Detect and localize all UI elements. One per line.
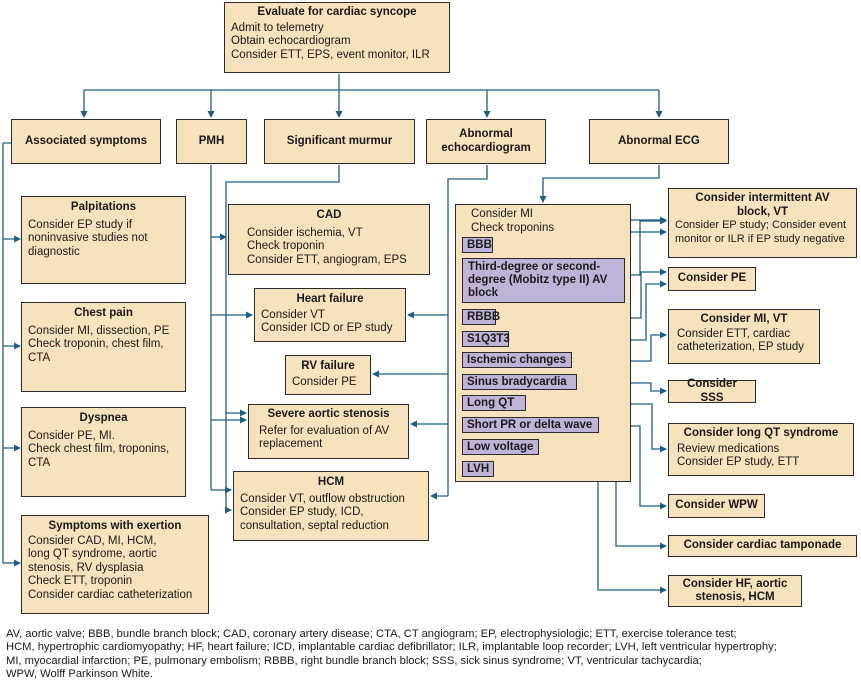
hcm-line-2: Consider EP study, ICD, bbox=[240, 506, 364, 518]
exertion-title: Symptoms with exertion bbox=[48, 520, 182, 532]
palpitations-line-1: Consider EP study if bbox=[28, 218, 132, 231]
footnote: AV, aortic valve; BBB, bundle branch blo… bbox=[6, 628, 856, 682]
consider-hf-as-hcm-box: Consider HF, aortic stenosis, HCM bbox=[668, 575, 802, 607]
dyspnea-title: Dyspnea bbox=[79, 412, 128, 424]
consider-mi-vt-title: Consider MI, VT bbox=[700, 313, 788, 325]
finding-bbb: BBB bbox=[462, 237, 493, 253]
footnote-line-1: AV, aortic valve; BBB, bundle branch blo… bbox=[6, 628, 737, 640]
consider-av-block-line-1: Consider EP study; Consider event bbox=[675, 219, 846, 231]
dyspnea-line-2: Check chest film, troponins, bbox=[28, 443, 170, 455]
consider-mi-vt-box: Consider MI, VT Consider ETT, cardiac ca… bbox=[668, 309, 820, 364]
finding-s1q3t3: S1Q3T3 bbox=[462, 331, 510, 347]
category-pmh: PMH bbox=[176, 119, 247, 164]
ecg-header-line-1: Consider MI bbox=[471, 208, 533, 220]
sas-line-2: replacement bbox=[259, 438, 323, 450]
heart-failure-title: Heart failure bbox=[296, 293, 364, 305]
symptom-exertion: Symptoms with exertion Consider CAD, MI,… bbox=[21, 515, 209, 614]
cad-line-2: Check troponin bbox=[247, 240, 325, 252]
consider-long-qt-line-1: Review medications bbox=[677, 442, 780, 455]
severe-aortic-stenosis-title: Severe aortic stenosis bbox=[267, 408, 390, 420]
symptom-palpitations: Palpitations Consider EP study if noninv… bbox=[21, 196, 186, 284]
finding-sinus-bradycardia: Sinus bradycardia bbox=[462, 374, 577, 390]
footnote-line-2: HCM, hypertrophic cardiomyopathy; HF, he… bbox=[6, 641, 777, 654]
sas-line-1: Refer for evaluation of AV bbox=[259, 424, 390, 437]
chest-pain-title: Chest pain bbox=[74, 307, 133, 319]
heart-failure-line-1: Consider VT bbox=[261, 308, 325, 321]
finding-lvh: LVH bbox=[462, 461, 494, 477]
palpitations-line-2: noninvasive studies not bbox=[28, 232, 148, 244]
top-box: Evaluate for cardiac syncope Admit to te… bbox=[224, 2, 450, 73]
rv-failure-line-1: Consider PE bbox=[292, 375, 357, 388]
chest-pain-line-2: Check troponin, chest film, bbox=[28, 338, 164, 350]
exertion-line-1: Consider CAD, MI, HCM, bbox=[28, 534, 157, 547]
top-line-3: Consider ETT, EPS, event monitor, ILR bbox=[231, 48, 430, 61]
ecg-header-line-2: Check troponins bbox=[471, 221, 555, 234]
category-abnormal-echocardiogram: Abnormal echocardiogram bbox=[426, 119, 546, 164]
chest-pain-line-1: Consider MI, dissection, PE bbox=[28, 324, 170, 337]
symptom-chest-pain: Chest pain Consider MI, dissection, PE C… bbox=[21, 302, 186, 392]
top-title: Evaluate for cardiac syncope bbox=[257, 6, 417, 18]
finding-long-qt: Long QT bbox=[462, 395, 526, 411]
category-significant-murmur: Significant murmur bbox=[264, 119, 415, 164]
chest-pain-line-3: CTA bbox=[28, 351, 51, 364]
finding-rbbb: RBBB bbox=[462, 309, 500, 325]
hcm-box: HCM Consider VT, outflow obstruction Con… bbox=[233, 471, 429, 541]
severe-aortic-stenosis-box: Severe aortic stenosis Refer for evaluat… bbox=[248, 404, 409, 459]
consider-pe-box: Consider PE bbox=[668, 267, 756, 291]
finding-low-voltage: Low voltage bbox=[462, 439, 539, 455]
rv-failure-title: RV failure bbox=[301, 360, 355, 372]
finding-short-pr: Short PR or delta wave bbox=[462, 417, 599, 433]
symptom-dyspnea: Dyspnea Consider PE, MI. Check chest fil… bbox=[21, 407, 186, 497]
consider-tamponade-box: Consider cardiac tamponade bbox=[668, 535, 857, 557]
exertion-line-2: long QT syndrome, aortic bbox=[28, 548, 157, 560]
arrow-murmur-path bbox=[225, 165, 340, 514]
finding-ischemic-changes: Ischemic changes bbox=[462, 352, 572, 368]
palpitations-title: Palpitations bbox=[70, 201, 137, 213]
arrow-ecg-to-panel bbox=[539, 165, 660, 203]
arrow-avb-to-avblock bbox=[625, 217, 667, 276]
footnote-line-3: MI, myocardial infarction; PE, pulmonary… bbox=[6, 654, 702, 667]
consider-long-qt-box: Consider long QT syndrome Review medicat… bbox=[668, 423, 854, 476]
hcm-line-3: consultation, septal reduction bbox=[240, 519, 389, 532]
rv-failure-box: RV failure Consider PE bbox=[285, 355, 371, 395]
consider-sss-box: Consider SSS bbox=[668, 378, 756, 404]
consider-mi-vt-line-1: Consider ETT, cardiac bbox=[677, 327, 791, 340]
consider-av-block-title: Consider intermittent AV block, VT bbox=[695, 192, 830, 218]
finding-av-block: Third-degree or second-degree (Mobitz ty… bbox=[462, 258, 625, 303]
exertion-line-3: stenosis, RV dysplasia bbox=[28, 561, 144, 574]
cad-line-1: Consider ischemia, VT bbox=[247, 226, 363, 239]
consider-av-block-box: Consider intermittent AV block, VT Consi… bbox=[668, 188, 857, 258]
cad-box: CAD Consider ischemia, VT Check troponin… bbox=[228, 204, 430, 275]
arrow-echo-trunk bbox=[447, 165, 488, 496]
arrow-assoc-trunk bbox=[2, 142, 11, 563]
consider-av-block-line-2: monitor or ILR if EP study negative bbox=[675, 232, 845, 245]
consider-long-qt-title: Consider long QT syndrome bbox=[683, 427, 839, 439]
palpitations-line-3: diagnostic bbox=[28, 245, 80, 258]
consider-wpw-box: Consider WPW bbox=[668, 494, 765, 518]
top-line-2: Obtain echocardiogram bbox=[231, 35, 351, 47]
top-line-1: Admit to telemetry bbox=[231, 21, 324, 34]
heart-failure-box: Heart failure Consider VT Consider ICD o… bbox=[254, 288, 406, 342]
category-associated-symptoms: Associated symptoms bbox=[11, 119, 161, 164]
hcm-title: HCM bbox=[317, 476, 345, 488]
exertion-line-5: Consider cardiac catheterization bbox=[28, 588, 193, 601]
exertion-line-4: Check ETT, troponin bbox=[28, 575, 133, 587]
cad-line-3: Consider ETT, angiogram, EPS bbox=[247, 253, 407, 266]
hcm-line-1: Consider VT, outflow obstruction bbox=[240, 492, 405, 505]
category-abnormal-ecg: Abnormal ECG bbox=[589, 119, 729, 164]
heart-failure-line-2: Consider ICD or EP study bbox=[261, 322, 393, 334]
consider-long-qt-line-2: Consider EP study, ETT bbox=[677, 456, 800, 468]
footnote-line-4: WPW, Wolff Parkinson White. bbox=[6, 668, 153, 681]
cad-title: CAD bbox=[316, 209, 342, 221]
consider-mi-vt-line-2: catheterization, EP study bbox=[677, 341, 804, 353]
dyspnea-line-1: Consider PE, MI. bbox=[28, 429, 115, 442]
dyspnea-line-3: CTA bbox=[28, 456, 51, 469]
